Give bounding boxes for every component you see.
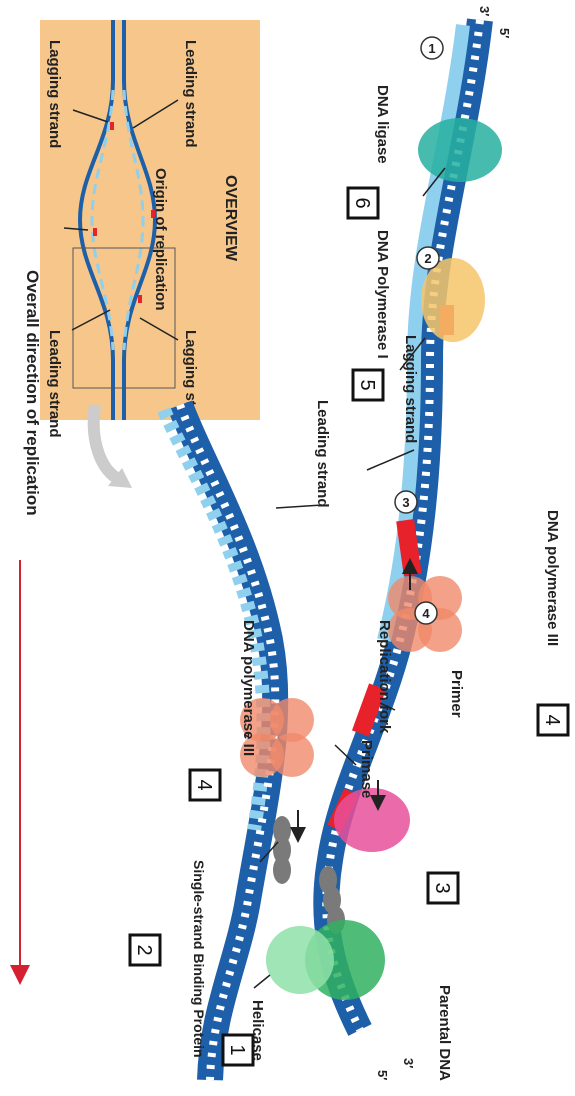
svg-text:2: 2 [133, 944, 155, 955]
svg-text:3: 3 [431, 882, 453, 893]
primase-label: Primase [358, 740, 375, 798]
svg-text:4: 4 [193, 779, 215, 790]
parental-dna-label: Parental DNA [436, 985, 453, 1081]
circled-step-1: 1 [421, 37, 443, 59]
step-box-3: 3 [428, 873, 458, 903]
overview-title: OVERVIEW [222, 175, 239, 262]
overview-primer [93, 228, 97, 236]
svg-text:1: 1 [428, 41, 435, 56]
direction-label: Overall direction of replication [23, 270, 42, 516]
step-box-6: 6 [348, 188, 378, 218]
overview-primer [138, 295, 142, 303]
svg-text:3: 3 [402, 495, 409, 510]
dna-pol-i-label: DNA Polymerase I [374, 230, 391, 359]
dna-pol-iii-lagging-label: DNA polymerase III [544, 510, 561, 646]
step-box-5: 5 [353, 370, 383, 400]
dna-pol-iii-leading-label: DNA polymerase III [240, 620, 257, 756]
overview-lagging-strand-top: Lagging strand [46, 40, 63, 148]
five-prime-bottom-left: 5′ [375, 1070, 390, 1080]
dna-ligase-label: DNA ligase [374, 85, 391, 164]
circled-step-3: 3 [395, 491, 417, 513]
svg-text:5: 5 [356, 379, 378, 390]
step-box-1: 1 [223, 1035, 253, 1065]
leading-strand-label: Leading strand [314, 400, 331, 508]
step-box-2: 2 [130, 935, 160, 965]
three-prime-bottom-left: 3′ [401, 1058, 416, 1068]
overview-leading-strand-top: Leading strand [182, 40, 199, 148]
svg-text:4: 4 [422, 606, 430, 621]
svg-text:1: 1 [226, 1044, 248, 1055]
svg-text:2: 2 [424, 251, 431, 266]
step-box-4-lagging: 4 [538, 705, 568, 735]
helicase-protein [266, 926, 334, 994]
five-prime-top-right: 5′ [497, 28, 512, 38]
dna-pol-i-protein [421, 258, 485, 342]
svg-text:6: 6 [351, 197, 373, 208]
replication-fork-label: Replication fork [376, 620, 393, 734]
ssb-label: Single-strand Binding Protein [191, 860, 207, 1058]
step-box-4-leading: 4 [190, 770, 220, 800]
lagging-strand-label: Lagging strand [402, 335, 419, 443]
overview-primer [110, 122, 114, 130]
circled-step-2: 2 [417, 247, 439, 269]
primer-label: Primer [448, 670, 465, 718]
dna-ligase-protein [418, 118, 502, 182]
overview-origin-label: Origin of replication [152, 168, 169, 311]
overview-panel: Lagging strand Leading strand Origin of … [40, 20, 260, 438]
pointer-line [254, 975, 270, 988]
svg-text:4: 4 [541, 714, 563, 725]
circled-step-4: 4 [415, 602, 437, 624]
overview-leading-strand-bottom: Leading strand [46, 330, 63, 438]
helicase-label: Helicase [249, 1000, 266, 1061]
three-prime-top-right: 3′ [477, 6, 492, 16]
